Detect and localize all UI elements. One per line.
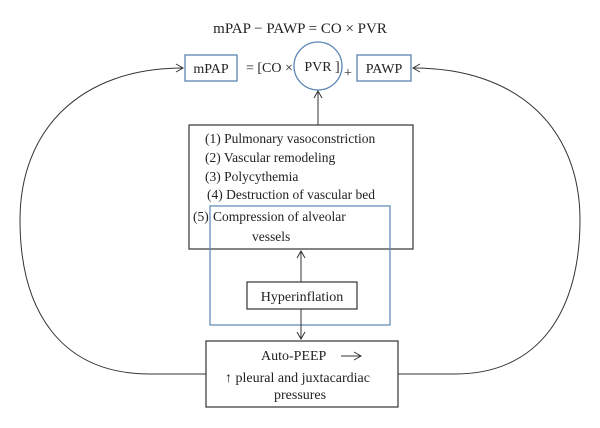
hyperinflation-box [246,281,358,310]
mpap-box [184,54,238,82]
pawp-box [356,54,412,82]
compression-highlight-box [209,205,391,326]
mechanism-item-3: (3) Polycythemia [205,169,298,184]
mechanism-item-1: (1) Pulmonary vasoconstriction [205,131,375,146]
left-feedback-arrow [19,63,206,375]
mechanisms-box [188,124,414,250]
formula-equals-co: = [CO × [246,61,293,76]
autopeep-label: Auto-PEEP [261,349,327,364]
right-feedback-arrow [398,63,581,375]
mpap-label: mPAP [193,62,229,77]
formula-close-bracket: ] [335,60,340,75]
pleural-pressure-line1: ↑ pleural and juxtacardiac [225,371,370,386]
pvr-label: PVR [304,60,332,75]
formula-plus: + [344,66,352,81]
hyperinflation-label: Hyperinflation [261,290,343,305]
equation-title: mPAP − PAWP = CO × PVR [213,21,387,37]
mechanism-item-5-number: (5) [193,209,209,224]
mechanism-item-4: (4) Destruction of vascular bed [207,187,375,202]
mechanism-item-5-line1: Compression of alveolar [213,209,346,224]
mechanism-item-2: (2) Vascular remodeling [205,150,335,165]
pleural-pressure-line2: pressures [274,388,326,403]
mechanism-item-5-line2: vessels [252,229,290,244]
pawp-label: PAWP [366,62,403,77]
